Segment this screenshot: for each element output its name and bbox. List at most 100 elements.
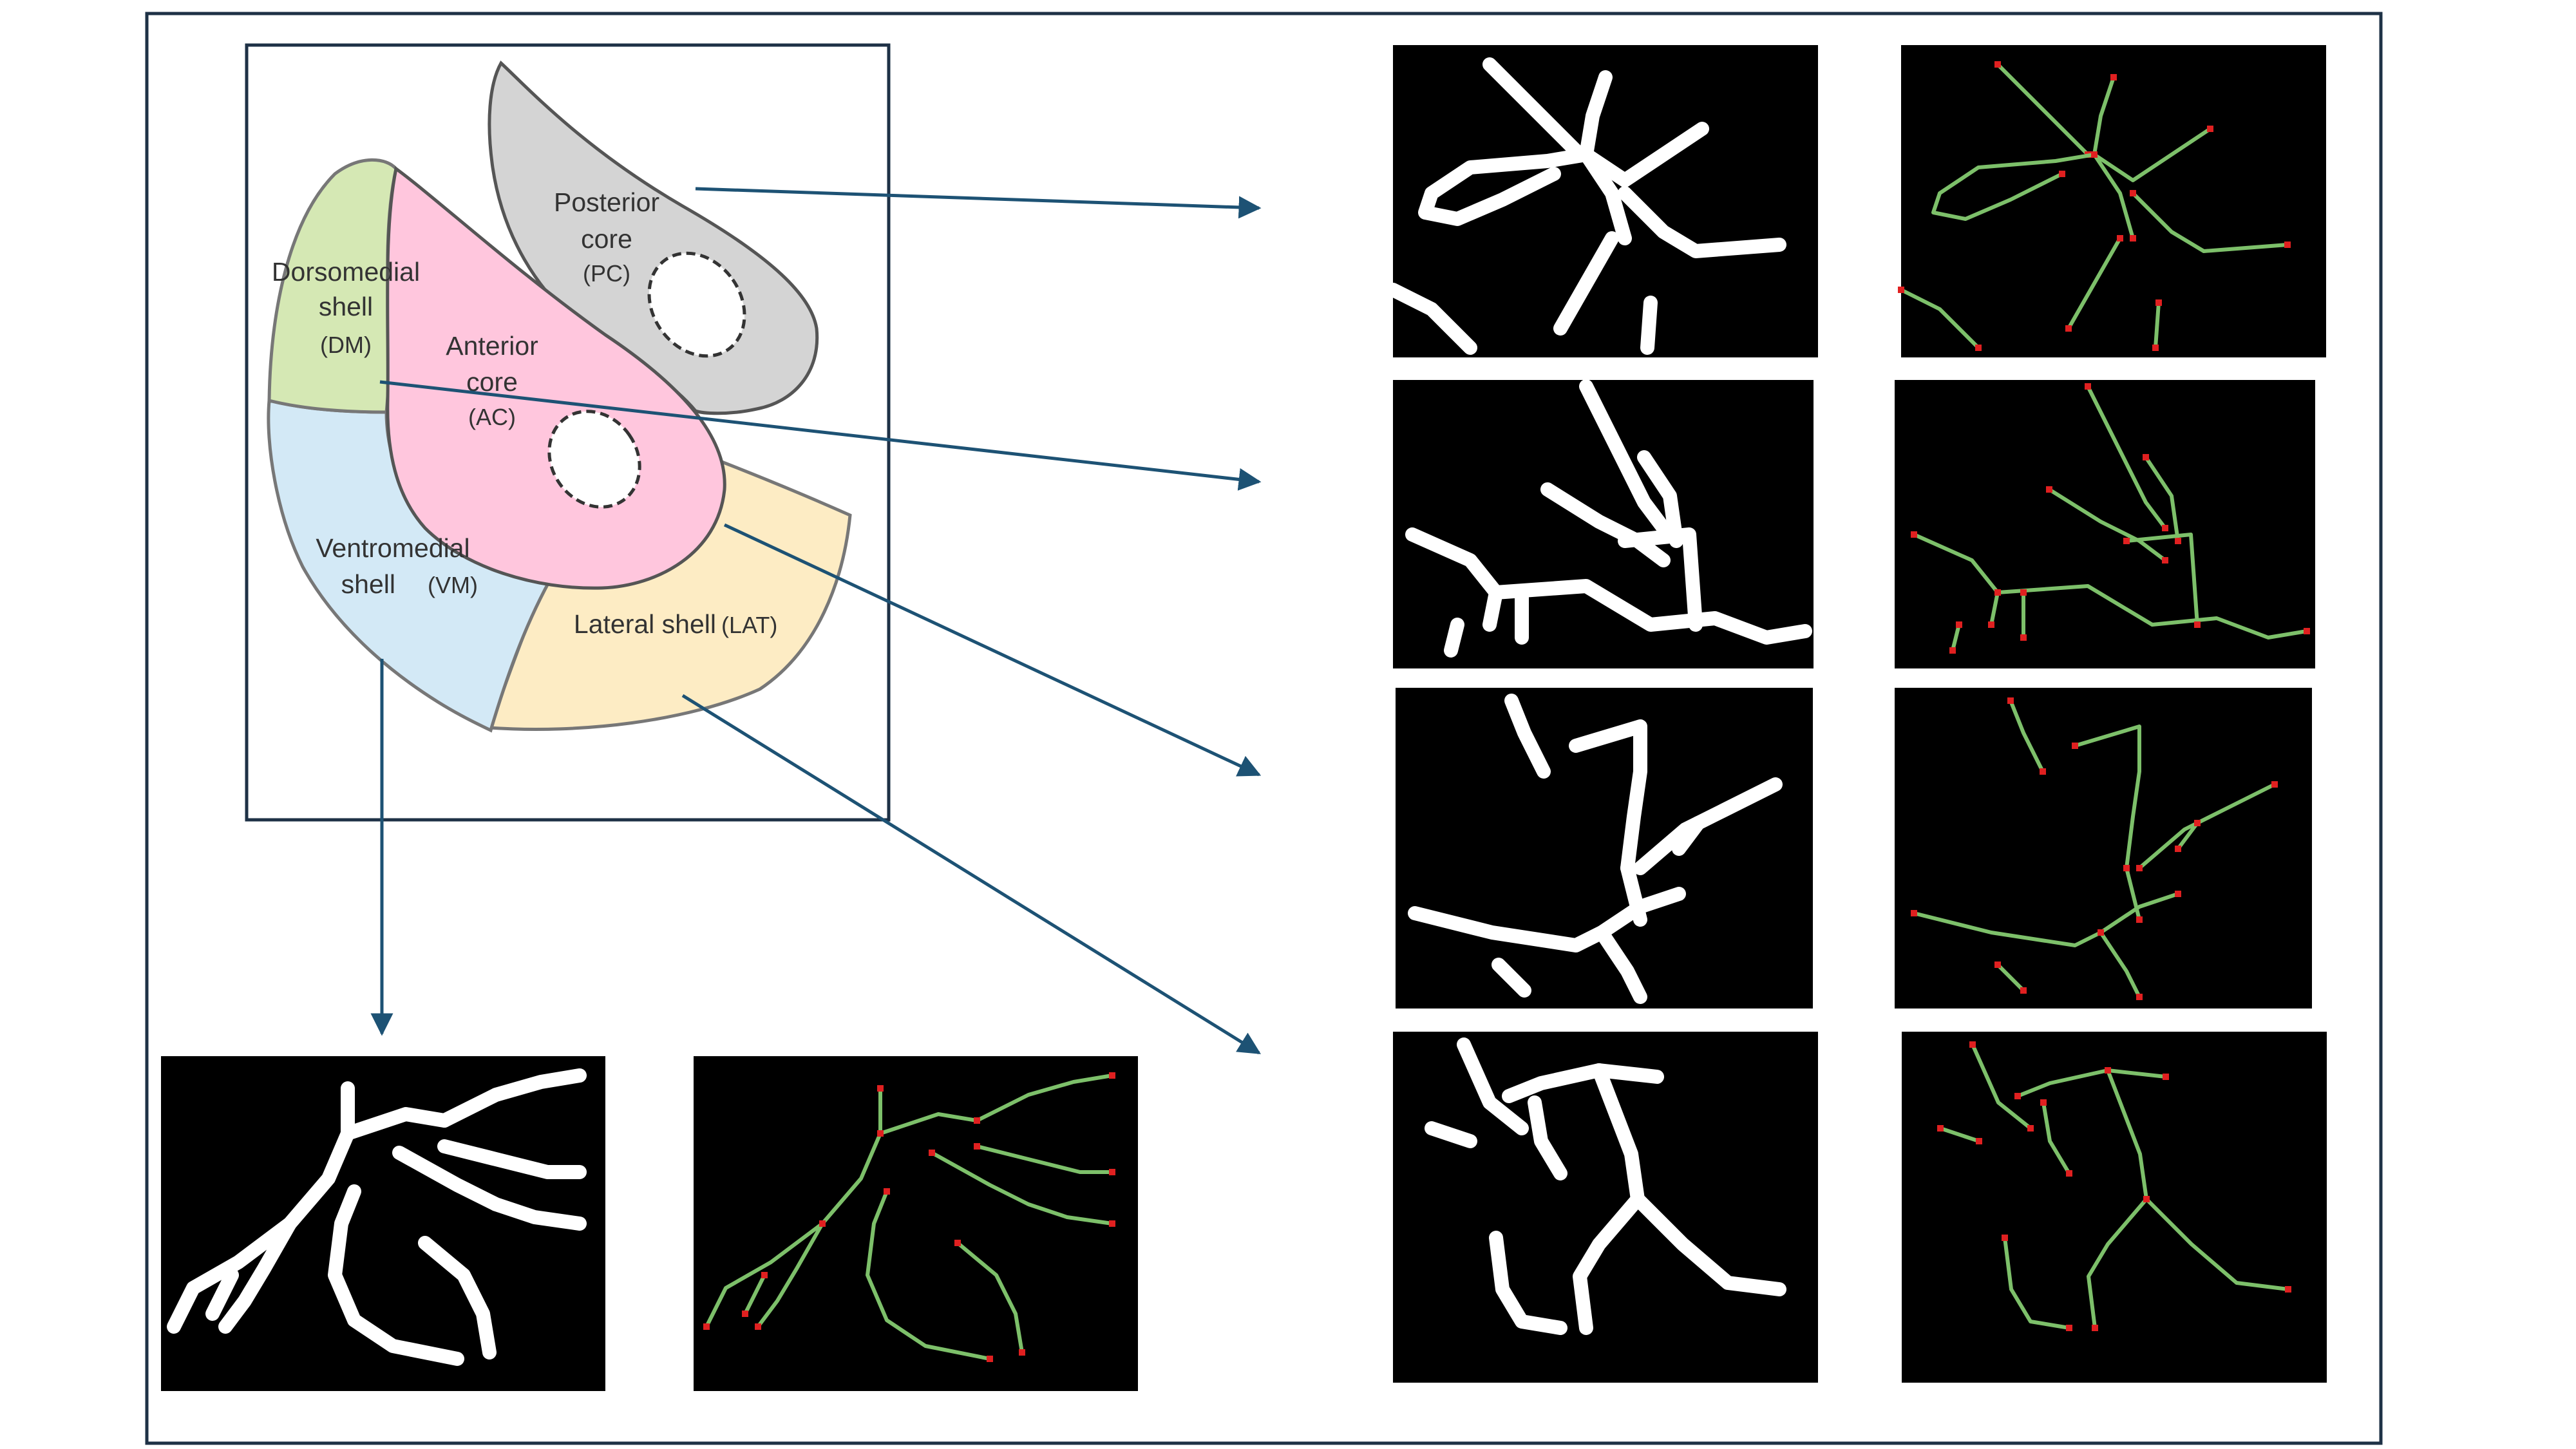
- mask-branch-4-1: [341, 1107, 451, 1141]
- skeleton-node-1-1-0: [2143, 454, 2149, 460]
- mask-branch-3-0: [1457, 1037, 1529, 1135]
- anterior-commissure-hole-ac: [547, 410, 641, 509]
- skeleton-node-0-0-0: [1994, 61, 2001, 68]
- mask-branch-3-5: [1528, 1095, 1567, 1180]
- skeleton-node-3-0-1: [2027, 1125, 2034, 1132]
- mask-branch-4-4: [392, 1146, 587, 1231]
- skeleton-node-2-5-1: [2271, 781, 2278, 788]
- skeleton-branch-4-2: [975, 1074, 1114, 1122]
- mask-branch-1-2: [1540, 482, 1671, 567]
- skeleton-branch-2-5: [2137, 782, 2277, 870]
- mask-branch-2-2: [1408, 887, 1686, 952]
- skeleton-node-1-5-0: [2123, 538, 2130, 544]
- skeleton-node-3-5-0: [2040, 1099, 2047, 1106]
- mask-branch-4-6: [418, 1236, 497, 1359]
- pc-label-abbr: (PC): [583, 260, 630, 287]
- skeleton-branch-2-4: [2125, 866, 2141, 922]
- skeleton-branch-0-3: [1931, 153, 2096, 221]
- connector-arrows: [370, 187, 1262, 1055]
- skeleton-branch-0-2: [2092, 153, 2135, 240]
- panel-contents: [167, 57, 2310, 1366]
- skeleton-branch-4-1: [878, 1112, 979, 1135]
- dm-label-abbr: (DM): [320, 332, 372, 358]
- mask-branch-0-6: [1553, 231, 1619, 336]
- skeleton-node-1-0-0: [2085, 383, 2091, 390]
- mask-branch-1-3: [1405, 527, 1503, 632]
- pc-label-line2: core: [581, 224, 632, 254]
- skeleton-node-3-7-0: [2002, 1235, 2008, 1241]
- skeleton-node-4-2-0: [974, 1117, 980, 1124]
- skeleton-branch-3-0: [1971, 1043, 2032, 1130]
- skeleton-node-3-4-0: [2143, 1196, 2150, 1202]
- skeleton-node-0-8-0: [2155, 299, 2162, 306]
- skeleton-node-4-3-0: [974, 1143, 980, 1150]
- skeleton-node-4-1-0: [877, 1130, 884, 1137]
- skeleton-node-4-0-1: [703, 1323, 710, 1330]
- skeleton-node-0-3-1: [2059, 171, 2065, 177]
- arrow-lat: [681, 694, 1261, 1055]
- mask-branch-4-5: [328, 1184, 464, 1366]
- skeleton-branch-0-8: [2154, 301, 2161, 350]
- skeleton-branch-3-2: [2106, 1068, 2148, 1201]
- skeleton-node-4-0-0: [877, 1085, 884, 1092]
- skeleton-branch-4-4: [930, 1151, 1114, 1226]
- skeleton-node-1-3-0: [1911, 531, 1917, 538]
- skeleton-node-1-5-1: [2194, 621, 2201, 628]
- mask-branch-3-4: [1631, 1192, 1786, 1296]
- skeleton-branch-1-2: [2047, 488, 2167, 562]
- mask-branch-4-8: [205, 1268, 239, 1321]
- skeleton-node-2-0-0: [2007, 697, 2014, 704]
- skeleton-branch-2-0: [2009, 699, 2045, 773]
- skeleton-node-0-4-0: [2091, 151, 2098, 158]
- mask-branch-0-4: [1579, 122, 1709, 187]
- skeleton-node-3-1-1: [2163, 1074, 2169, 1080]
- skeleton-node-3-6-1: [1976, 1138, 1982, 1144]
- skeleton-node-4-4-1: [1109, 1220, 1115, 1227]
- mask-branch-3-2: [1592, 1063, 1645, 1206]
- skeleton-node-3-4-1: [2285, 1286, 2291, 1293]
- panel-pc-skeleton: [1901, 45, 2326, 357]
- skeleton-branch-0-4: [2092, 127, 2212, 182]
- skeleton-node-4-2-1: [1109, 1072, 1115, 1079]
- skeleton-node-2-3-1: [2136, 994, 2143, 1000]
- skeleton-node-2-7-0: [1994, 961, 2001, 968]
- skeleton-branch-3-1: [2016, 1068, 2168, 1098]
- skeleton-branch-0-6: [2067, 236, 2122, 330]
- skeleton-node-3-7-1: [2066, 1325, 2072, 1331]
- skeleton-branch-3-7: [2003, 1236, 2071, 1330]
- skeleton-node-0-5-1: [2284, 242, 2291, 248]
- skeleton-node-1-1-1: [2175, 538, 2181, 544]
- panel-ac-skeleton: [1895, 688, 2312, 1009]
- accumbens-anatomy-diagram: Posterior core (PC) Dorsomedial shell (D…: [267, 61, 852, 733]
- skeleton-node-2-6-0: [2175, 846, 2181, 852]
- skeleton-node-0-1-0: [2110, 74, 2117, 80]
- mask-branch-2-4: [1620, 861, 1647, 927]
- skeleton-node-2-4-1: [2136, 916, 2143, 923]
- anatomy-frame: [245, 43, 891, 822]
- ac-label-line1: Anterior: [446, 331, 538, 361]
- skeleton-branch-4-6: [956, 1241, 1024, 1354]
- skeleton-branch-3-6: [1938, 1126, 1981, 1143]
- mask-branch-0-8: [1640, 296, 1658, 355]
- mask-branch-4-2: [437, 1068, 587, 1128]
- mask-branch-0-5: [1618, 186, 1786, 258]
- skeleton-node-2-5-0: [2136, 865, 2143, 871]
- skeleton-branch-0-1: [2092, 75, 2116, 156]
- skeleton-branch-2-6: [2176, 821, 2199, 851]
- skeleton-branch-2-1: [2073, 724, 2141, 870]
- skeleton-branch-4-8: [743, 1273, 766, 1316]
- skeleton-branch-4-3: [975, 1144, 1114, 1174]
- arrow-ac: [723, 523, 1262, 777]
- mask-branch-2-3: [1595, 925, 1647, 1004]
- panel-vm-skeleton: [694, 1056, 1138, 1391]
- skeleton-branch-2-3: [2099, 931, 2141, 999]
- skeleton-node-3-5-1: [2066, 1170, 2072, 1177]
- mask-branch-1-4: [1489, 579, 1812, 645]
- mask-branch-4-3: [437, 1139, 587, 1179]
- skeleton-node-3-2-0: [2105, 1067, 2111, 1074]
- mask-branch-2-7: [1492, 958, 1531, 998]
- skeleton-node-1-6-1: [1949, 647, 1956, 654]
- skeleton-node-2-1-0: [2072, 743, 2078, 749]
- skeleton-node-1-4-0: [1994, 589, 2001, 596]
- skeleton-node-0-5-0: [2130, 190, 2136, 196]
